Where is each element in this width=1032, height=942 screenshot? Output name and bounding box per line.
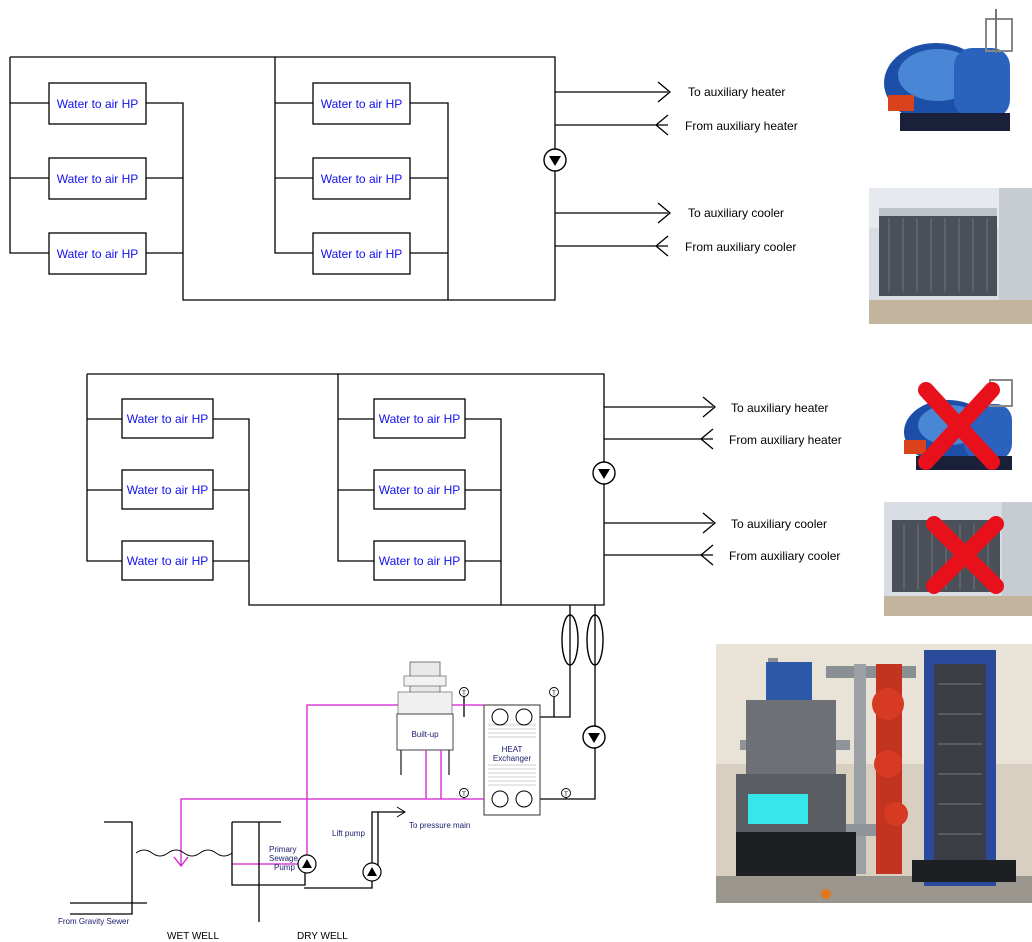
boiler-photo <box>866 3 1032 143</box>
hp-unit: Water to air HP <box>48 82 147 125</box>
pressure-main-label: To pressure main <box>409 821 470 830</box>
from-cooler-label: From auxiliary cooler <box>729 549 840 563</box>
svg-text:T: T <box>552 691 556 697</box>
boiler-photo-crossed <box>886 370 1032 476</box>
hp-unit: Water to air HP <box>312 232 411 275</box>
hp-label: Water to air HP <box>379 412 461 426</box>
cooling-tower-photo-crossed <box>884 502 1032 616</box>
hp-label: Water to air HP <box>57 247 139 261</box>
to-heater-label: To auxiliary heater <box>688 85 785 99</box>
circulation-pump-icon <box>543 148 567 172</box>
primary-pump-label-1: Primary <box>269 845 297 854</box>
temperature-sensor-icon: T <box>561 788 571 798</box>
hp-label: Water to air HP <box>321 172 403 186</box>
from-heater-label: From auxiliary heater <box>729 433 842 447</box>
top-loop-diagram: Water to air HP Water to air HP Water to… <box>9 56 798 301</box>
from-heater-label: From auxiliary heater <box>685 119 798 133</box>
primary-pump-label-3: Pump <box>274 863 295 872</box>
hp-unit: Water to air HP <box>121 398 214 439</box>
svg-text:T: T <box>462 691 466 697</box>
hp-unit: Water to air HP <box>312 157 411 200</box>
hp-label: Water to air HP <box>127 412 209 426</box>
temperature-sensor-icon: T <box>459 687 469 697</box>
hp-label: Water to air HP <box>321 97 403 111</box>
hp-unit: Water to air HP <box>373 469 466 510</box>
hp-label: Water to air HP <box>321 247 403 261</box>
hp-label: Water to air HP <box>57 97 139 111</box>
hx-label-line2: Exchanger <box>493 754 532 763</box>
circulation-pump-icon <box>592 461 616 485</box>
built-up-unit: Built-up <box>396 661 454 775</box>
cooling-tower-photo <box>869 188 1032 324</box>
hp-unit: Water to air HP <box>373 540 466 581</box>
primary-pump-icon <box>297 854 317 874</box>
wet-well-label: WET WELL <box>167 931 219 942</box>
hp-label: Water to air HP <box>127 483 209 497</box>
lift-pump-icon <box>362 862 382 882</box>
hx-label-line1: HEAT <box>502 745 523 754</box>
hp-unit: Water to air HP <box>373 398 466 439</box>
lift-pump-label: Lift pump <box>332 829 365 838</box>
sewage-heat-recovery-diagram: HEAT Exchanger T T T T Built-up <box>58 605 606 942</box>
built-up-label: Built-up <box>411 730 439 739</box>
hp-label: Water to air HP <box>57 172 139 186</box>
gravity-sewer-label: From Gravity Sewer <box>58 917 129 926</box>
svg-text:T: T <box>462 792 466 798</box>
to-heater-label: To auxiliary heater <box>731 401 828 415</box>
middle-loop-diagram: Water to air HP Water to air HP Water to… <box>86 373 842 606</box>
heat-exchanger: HEAT Exchanger <box>483 704 541 816</box>
temperature-sensor-icon: T <box>459 788 469 798</box>
heat-exchanger-installation-photo <box>716 644 1032 903</box>
hp-label: Water to air HP <box>379 483 461 497</box>
hp-unit: Water to air HP <box>312 82 411 125</box>
svg-text:T: T <box>564 792 568 798</box>
hx-loop-pump-icon <box>582 725 606 749</box>
temperature-sensor-icon: T <box>549 687 559 697</box>
hp-label: Water to air HP <box>127 554 209 568</box>
primary-pump-label-2: Sewage <box>269 854 298 863</box>
hp-unit: Water to air HP <box>48 232 147 275</box>
to-cooler-label: To auxiliary cooler <box>688 206 784 220</box>
hp-unit: Water to air HP <box>48 157 147 200</box>
to-cooler-label: To auxiliary cooler <box>731 517 827 531</box>
hp-unit: Water to air HP <box>121 540 214 581</box>
hp-label: Water to air HP <box>379 554 461 568</box>
info-placeholder-block <box>748 794 808 824</box>
from-cooler-label: From auxiliary cooler <box>685 240 796 254</box>
dry-well-label: DRY WELL <box>297 931 348 942</box>
hp-unit: Water to air HP <box>121 469 214 510</box>
